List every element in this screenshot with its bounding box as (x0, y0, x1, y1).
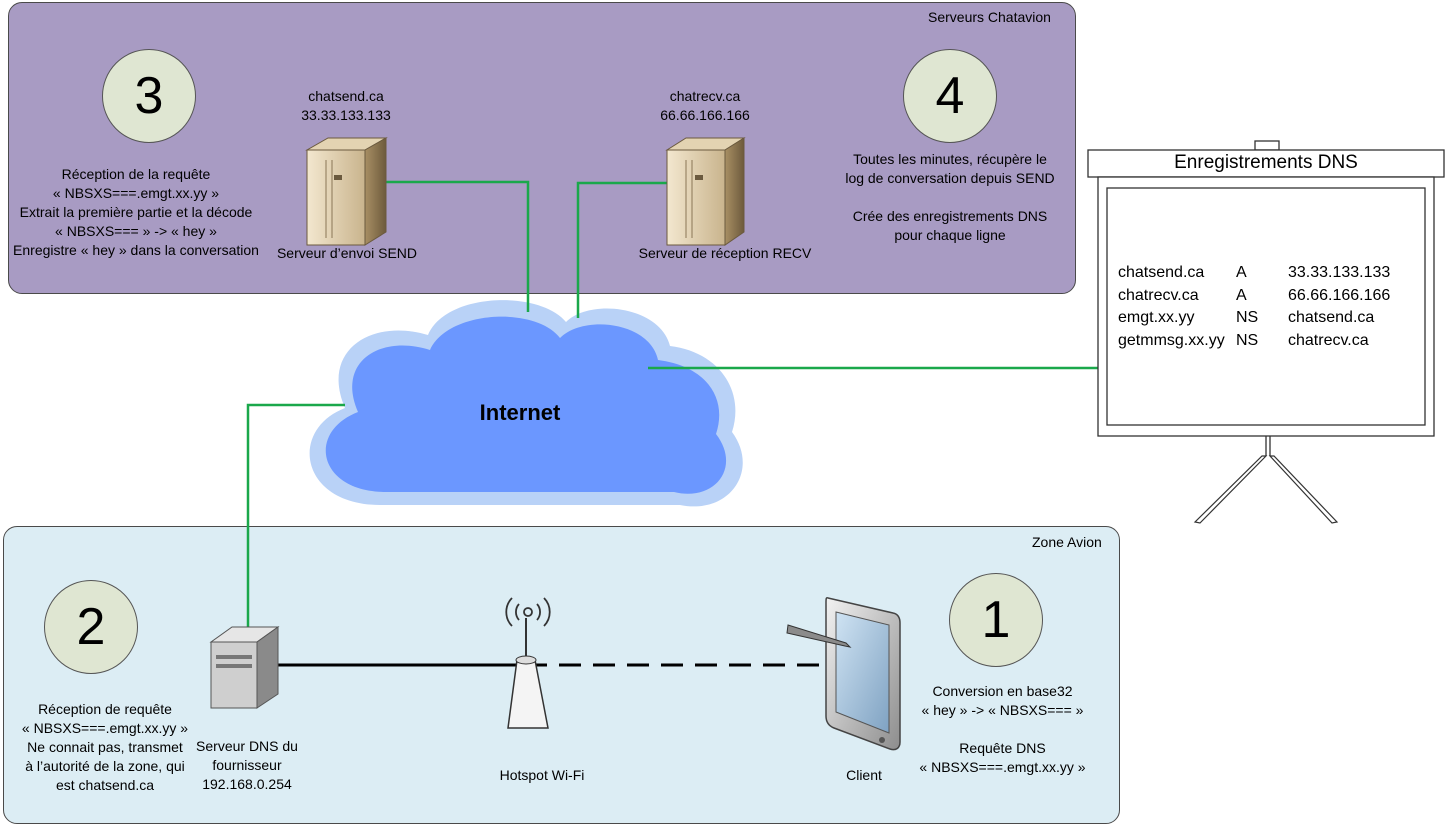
link-dns-internet (246, 403, 345, 665)
recv-server-label: Serveur de réception RECV (638, 245, 812, 261)
dns-record-type: NS (1236, 331, 1259, 349)
step-1-line: « NBSXS===.emgt.xx.yy » (919, 759, 1086, 775)
step-4-line: pour chaque ligne (894, 227, 1006, 243)
step-1-marker: 1 (949, 573, 1043, 667)
step-4-description: Toutes les minutes, récupère le log de c… (830, 150, 1070, 245)
dns-record-value: chatrecv.ca (1288, 331, 1369, 349)
step-2-line: Ne connait pas, transmet (27, 739, 183, 755)
dns-server-label: Serveur DNS du fournisseur 192.168.0.254 (187, 737, 307, 794)
dns-records-board (1087, 140, 1445, 524)
step-4-line (830, 188, 1070, 207)
dns-record-value: 66.66.166.166 (1288, 286, 1391, 304)
step-3-marker: 3 (102, 49, 196, 143)
step-2-line: à l’autorité de la zone, qui (25, 758, 185, 774)
airplane-zone-title: Zone Avion (1032, 534, 1102, 550)
step-1-line (910, 720, 1095, 739)
dns-server-label-line: fournisseur (212, 757, 282, 773)
wifi-hotspot-icon (505, 597, 551, 729)
dns-record-type: NS (1236, 309, 1259, 326)
dns-server-icon (209, 626, 280, 709)
link-recv-internet (576, 181, 708, 318)
dns-record-name: getmmsg.xx.yy (1118, 331, 1225, 349)
step-1-line: Conversion en base32 (932, 683, 1073, 699)
dns-server-label-line: 192.168.0.254 (202, 776, 292, 792)
dns-record-row: emgt.xx.yy NS chatsend.ca (1118, 307, 1390, 330)
dns-record-value: chatsend.ca (1288, 309, 1375, 326)
recv-server-address: chatrecv.ca 66.66.166.166 (645, 87, 765, 125)
dns-record-type: A (1236, 264, 1247, 281)
chatavion-zone-title: Serveurs Chatavion (928, 9, 1051, 25)
send-server-host: chatsend.ca (308, 88, 384, 104)
dns-record-value: 33.33.133.133 (1288, 264, 1391, 281)
client-label: Client (846, 767, 882, 783)
dns-record-row: chatsend.ca A 33.33.133.133 (1118, 262, 1390, 285)
step-3-line: « NBSXS===.emgt.xx.yy » (52, 185, 220, 201)
step-4-marker: 4 (903, 49, 997, 143)
step-1-line: « hey » -> « NBSXS=== » (921, 702, 1084, 718)
recv-server-ip: 66.66.166.166 (660, 107, 750, 123)
dns-record-name: chatsend.ca (1118, 264, 1205, 281)
step-4-line: Toutes les minutes, récupère le (853, 151, 1047, 167)
step-4-line: Crée des enregistrements DNS (852, 208, 1048, 224)
step-2-marker: 2 (44, 580, 138, 674)
hotspot-label: Hotspot Wi-Fi (499, 767, 585, 783)
dns-record-row: getmmsg.xx.yy NS chatrecv.ca (1118, 330, 1390, 353)
dns-record-row: chatrecv.ca A 66.66.166.166 (1118, 285, 1390, 308)
send-server-ip: 33.33.133.133 (301, 107, 391, 123)
step-2-line: Réception de requête (38, 701, 172, 717)
step-2-description: Réception de requête « NBSXS===.emgt.xx.… (10, 700, 200, 795)
dns-records-table: chatsend.ca A 33.33.133.133 chatrecv.ca … (1118, 262, 1390, 352)
step-2-line: est chatsend.ca (55, 777, 155, 793)
step-3-line: « NBSXS=== » -> « hey » (55, 223, 217, 239)
internet-label: Internet (479, 400, 561, 425)
recv-server-icon (665, 137, 746, 246)
send-server-address: chatsend.ca 33.33.133.133 (286, 87, 406, 125)
step-3-description: Réception de la requête « NBSXS===.emgt.… (0, 165, 272, 260)
link-send-internet (372, 180, 530, 312)
dns-server-label-line: Serveur DNS du (196, 738, 298, 754)
recv-server-host: chatrecv.ca (669, 88, 741, 104)
send-server-icon (305, 137, 388, 246)
dns-record-name: chatrecv.ca (1118, 286, 1199, 304)
step-1-description: Conversion en base32 « hey » -> « NBSXS=… (910, 682, 1095, 777)
step-3-line: Enregistre « hey » dans la conversation (13, 242, 259, 258)
step-1-line: Requête DNS (959, 740, 1046, 756)
client-tablet-icon (786, 597, 901, 751)
step-2-line: « NBSXS===.emgt.xx.yy » (21, 720, 189, 736)
chatavion-servers-zone (8, 2, 1076, 294)
step-3-line: Extrait la première partie et la décode (19, 204, 253, 220)
internet-cloud (309, 300, 743, 507)
dns-record-name: emgt.xx.yy (1118, 309, 1195, 326)
send-server-label: Serveur d’envoi SEND (276, 245, 418, 261)
airplane-zone (3, 526, 1120, 824)
step-4-line: log de conversation depuis SEND (845, 170, 1055, 186)
step-3-line: Réception de la requête (61, 166, 211, 182)
dns-record-type: A (1236, 286, 1247, 304)
dns-records-title: Enregistrements DNS (1174, 152, 1358, 173)
